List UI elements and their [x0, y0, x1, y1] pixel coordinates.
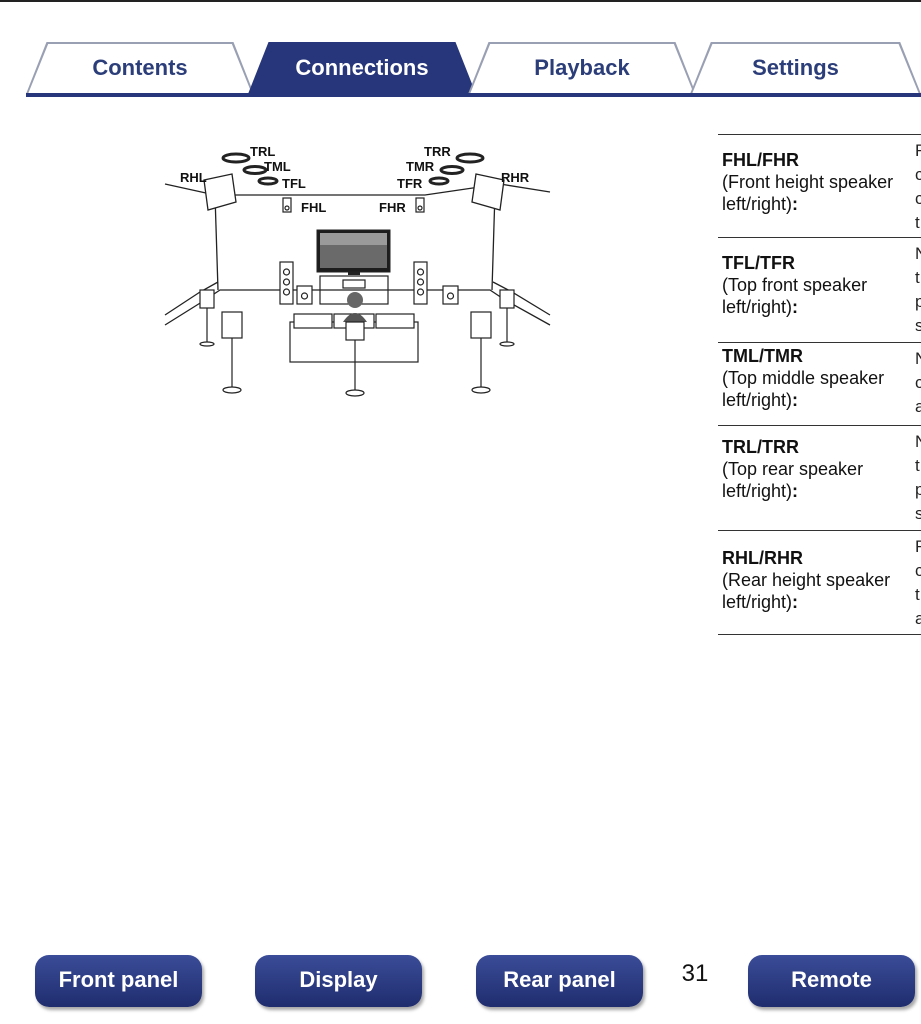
subwoofer-right-icon — [442, 285, 459, 305]
subwoofer-left-icon — [296, 285, 313, 305]
tab-connections-label: Connections — [295, 55, 429, 80]
row-code: TFL/TFR — [722, 253, 795, 273]
top-rule — [0, 0, 921, 2]
speaker-layout-diagram: RHL TRL TML TFL FHL TRR TMR TFR FHR RHR — [164, 144, 551, 397]
tmr-speaker-icon — [439, 165, 465, 175]
rhl-speaker-icon — [203, 173, 237, 211]
trr-speaker-icon — [455, 152, 485, 164]
row-colon: : — [792, 194, 799, 214]
front-speakers — [279, 261, 459, 305]
row-colon: : — [792, 592, 799, 612]
tfr-speaker-icon — [428, 176, 450, 186]
tv — [316, 229, 391, 275]
surround-speakers — [199, 289, 515, 394]
tab-settings-label: Settings — [752, 55, 839, 80]
front-height-speakers — [282, 197, 425, 213]
row-truncated-text: N t p s — [915, 432, 921, 523]
tab-playback[interactable]: Playback — [468, 42, 696, 94]
rear-height-speakers — [203, 173, 505, 211]
row-desc2: left/right) — [722, 390, 793, 410]
surround-right-speaker-icon — [499, 289, 515, 309]
tab-underline — [26, 93, 921, 97]
front-panel-button[interactable]: Front panel — [35, 955, 202, 1007]
label-fhl: FHL — [301, 200, 326, 215]
row-desc: (Front height speaker — [722, 172, 894, 192]
label-rhl: RHL — [180, 170, 207, 185]
table-row: TFL/TFR (Top front speaker left/right): … — [718, 237, 921, 342]
row-code: RHL/RHR — [722, 548, 803, 568]
sofa — [289, 313, 419, 363]
front-left-speaker-icon — [279, 261, 294, 305]
row-desc2: left/right) — [722, 194, 793, 214]
row-truncated-text: N c a — [915, 347, 921, 419]
listener-icon — [343, 292, 367, 322]
row-truncated-text: F c t a — [915, 537, 921, 628]
surround-back-left-speaker-icon — [221, 311, 243, 339]
tab-connections[interactable]: Connections — [248, 42, 476, 94]
display-button[interactable]: Display — [255, 955, 422, 1007]
label-trr: TRR — [424, 144, 451, 159]
fhr-speaker-icon — [415, 197, 425, 213]
row-desc: (Top front speaker — [722, 275, 868, 295]
label-rhr: RHR — [501, 170, 530, 185]
page-number: 31 — [681, 960, 709, 987]
row-desc2: left/right) — [722, 297, 793, 317]
row-desc: (Top rear speaker — [722, 459, 864, 479]
label-trl: TRL — [250, 144, 275, 159]
row-code: TRL/TRR — [722, 437, 799, 457]
speaker-table: FHL/FHR (Front height speaker left/right… — [718, 134, 921, 635]
tfl-speaker-icon — [257, 176, 279, 186]
trl-speaker-icon — [221, 152, 251, 164]
table-row: TML/TMR (Top middle speaker left/right):… — [718, 342, 921, 425]
row-desc2: left/right) — [722, 592, 793, 612]
table-row: FHL/FHR (Front height speaker left/right… — [718, 134, 921, 237]
row-truncated-text: F c c t — [915, 141, 921, 232]
row-desc: (Rear height speaker — [722, 570, 891, 590]
label-tfl: TFL — [282, 176, 306, 191]
rear-panel-button[interactable]: Rear panel — [476, 955, 643, 1007]
row-truncated-text: N t p s — [915, 244, 921, 335]
fhl-speaker-icon — [282, 197, 292, 213]
ceiling-speakers — [221, 152, 485, 186]
tab-contents[interactable]: Contents — [26, 42, 254, 94]
row-code: TML/TMR — [722, 346, 803, 366]
remote-button[interactable]: Remote — [748, 955, 915, 1007]
row-desc2: left/right) — [722, 481, 793, 501]
tml-speaker-icon — [242, 165, 268, 175]
row-code: FHL/FHR — [722, 150, 799, 170]
label-fhr: FHR — [379, 200, 406, 215]
row-colon: : — [792, 390, 799, 410]
label-tml: TML — [264, 159, 291, 174]
row-desc: (Top middle speaker — [722, 368, 885, 388]
tab-playback-label: Playback — [534, 55, 630, 80]
label-tmr: TMR — [406, 159, 435, 174]
tab-contents-label: Contents — [92, 55, 188, 80]
tab-settings[interactable]: Settings — [690, 42, 921, 94]
surround-left-speaker-icon — [199, 289, 215, 309]
table-row: TRL/TRR (Top rear speaker left/right): N… — [718, 425, 921, 530]
tab-bar: Contents Connections Playback Settings — [0, 40, 921, 100]
rhr-speaker-icon — [471, 173, 505, 211]
surround-back-right-speaker-icon — [470, 311, 492, 339]
row-colon: : — [792, 481, 799, 501]
row-colon: : — [792, 297, 799, 317]
table-row: RHL/RHR (Rear height speaker left/right)… — [718, 530, 921, 635]
front-right-speaker-icon — [413, 261, 428, 305]
label-tfr: TFR — [397, 176, 423, 191]
center-rear-speaker-icon — [345, 321, 365, 397]
